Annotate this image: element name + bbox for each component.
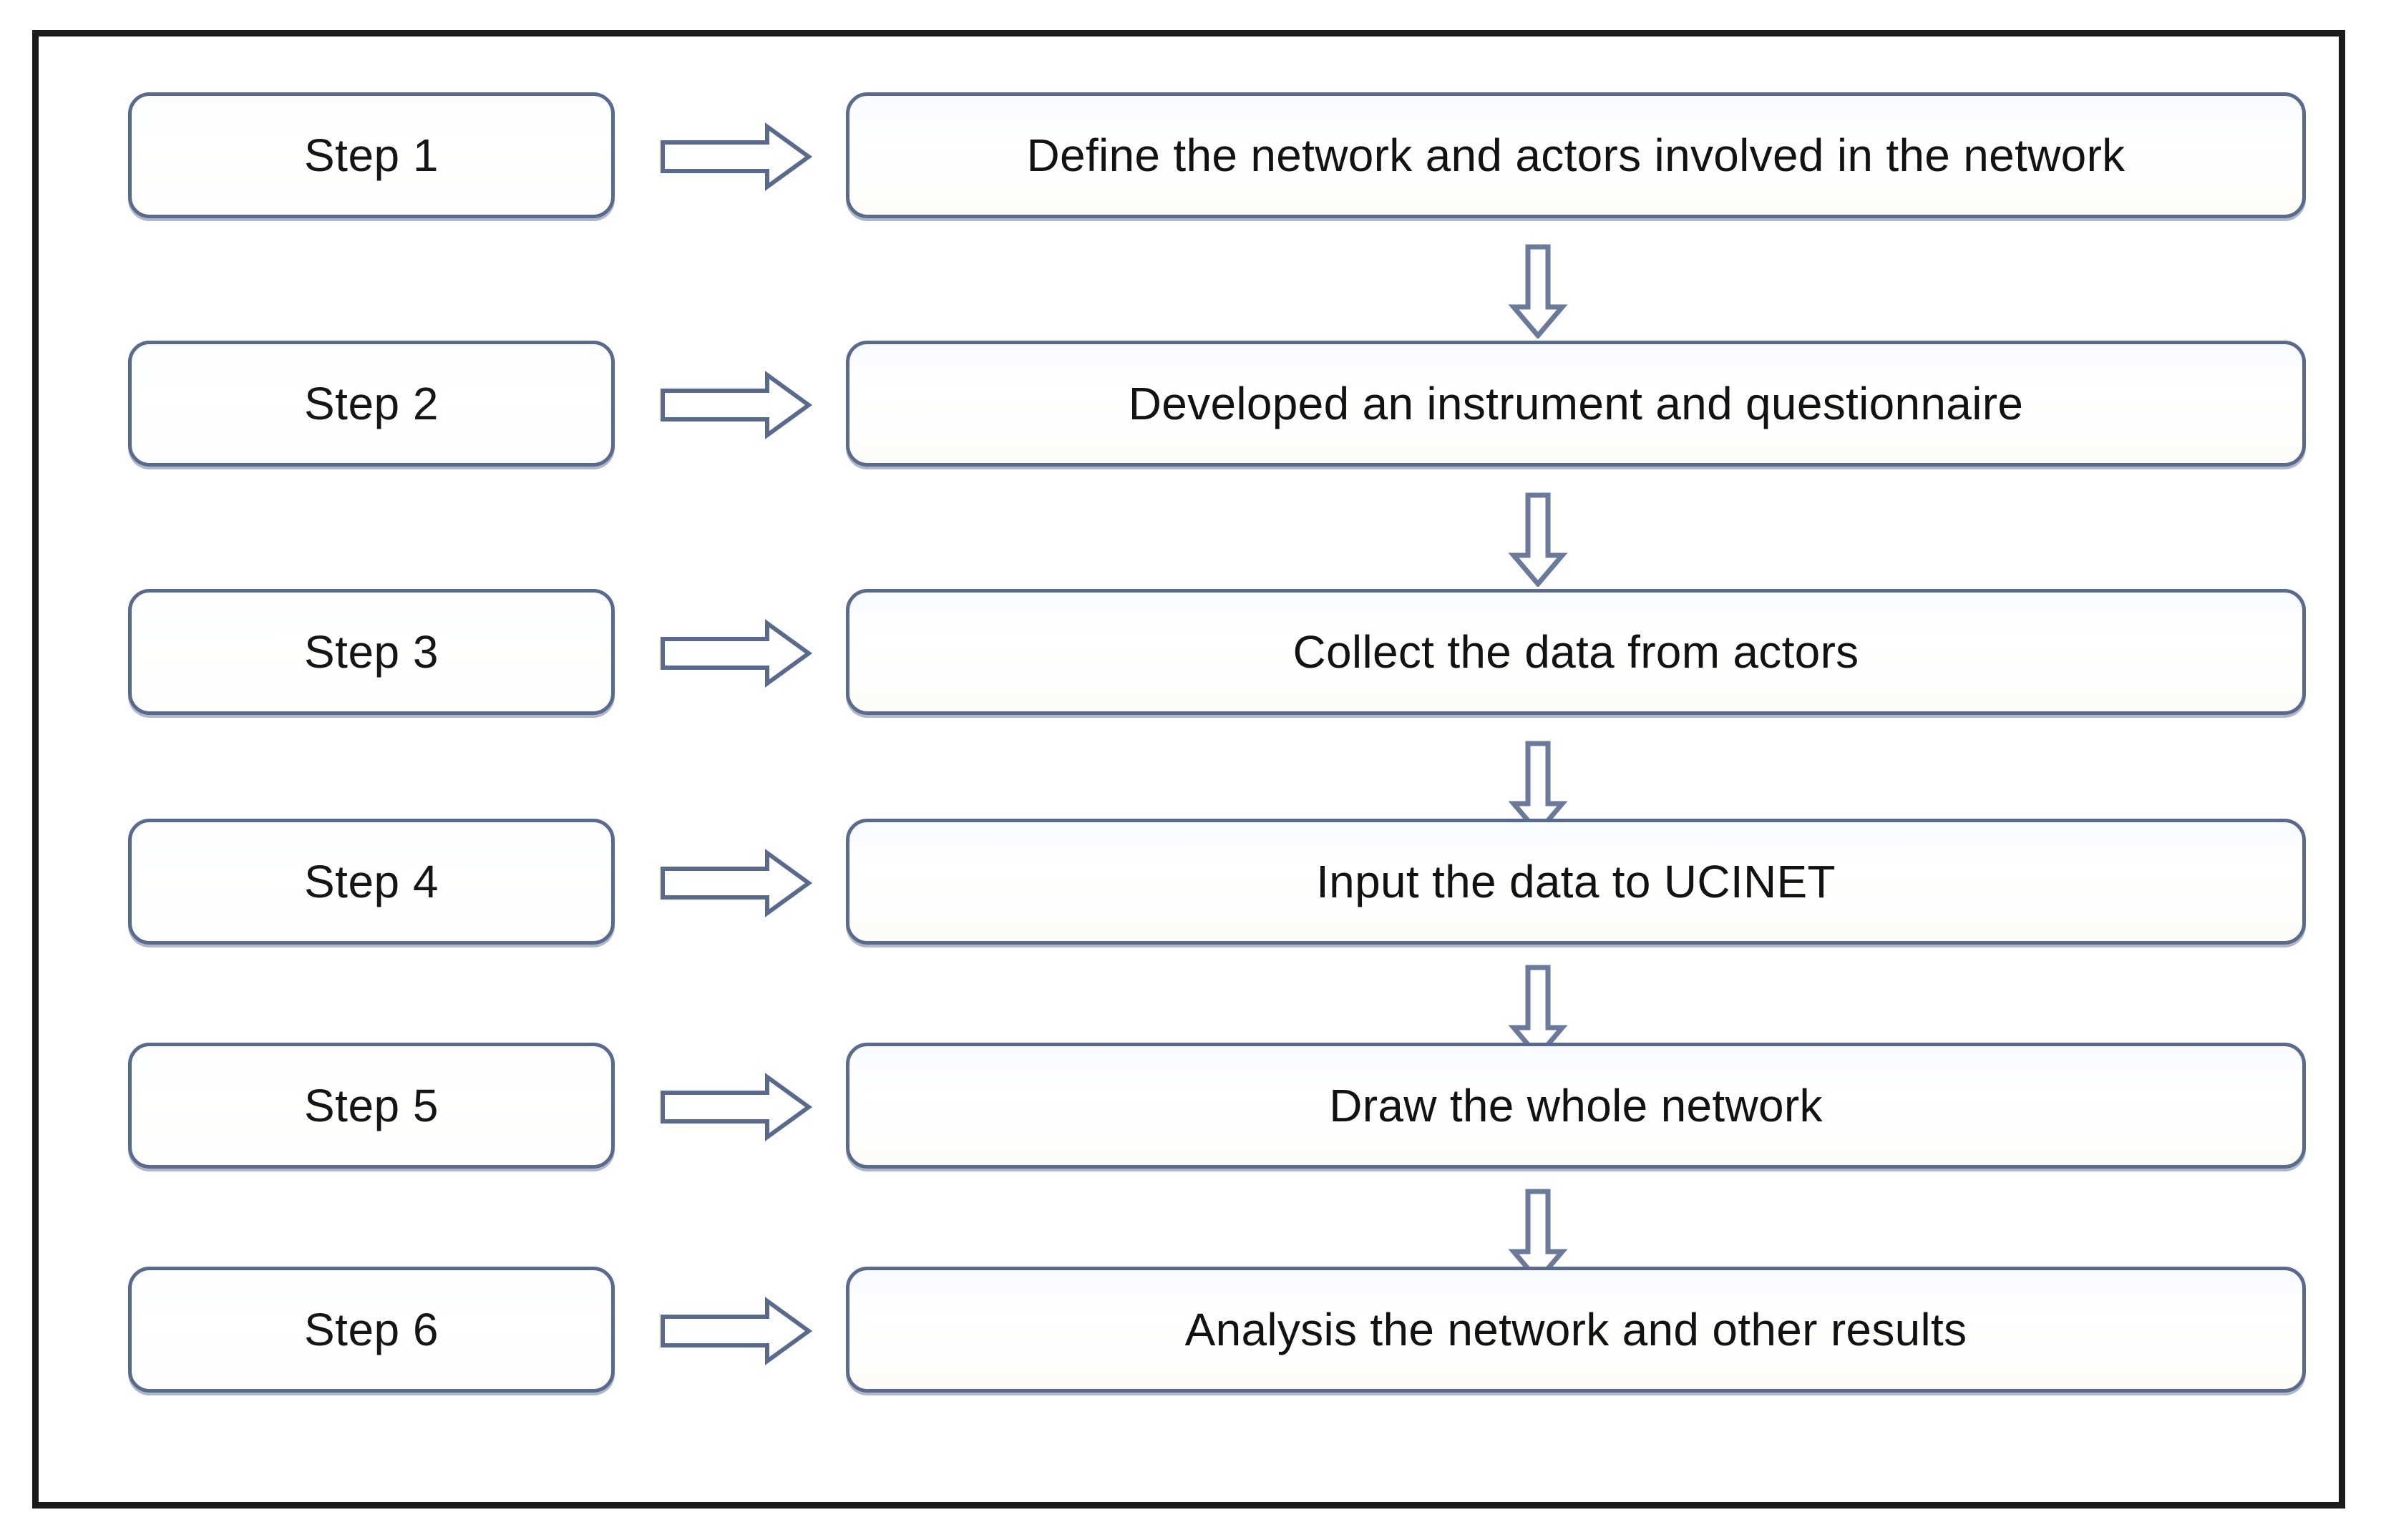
step-box-1[interactable]: Step 1 xyxy=(128,92,615,218)
right-block-arrow-6 xyxy=(660,1297,813,1365)
step-label-4: Step 4 xyxy=(303,856,439,907)
right-block-arrow-5 xyxy=(660,1073,813,1141)
step-box-5[interactable]: Step 5 xyxy=(128,1043,615,1169)
step-box-3[interactable]: Step 3 xyxy=(128,589,615,715)
flow-row-6: Step 6 Analysis the network and other re… xyxy=(39,1267,2339,1395)
action-label-3: Collect the data from actors xyxy=(1292,626,1859,678)
action-label-6: Analysis the network and other results xyxy=(1184,1304,1967,1355)
action-box-4[interactable]: Input the data to UCINET xyxy=(846,819,2306,945)
right-block-arrow-2 xyxy=(660,371,813,439)
flow-row-5: Step 5 Draw the whole network xyxy=(39,1043,2339,1171)
step-box-6[interactable]: Step 6 xyxy=(128,1267,615,1393)
down-block-arrow-4 xyxy=(1508,965,1568,1059)
right-block-arrow-3 xyxy=(660,619,813,688)
down-block-arrow-1 xyxy=(1508,244,1568,338)
down-block-arrow-5 xyxy=(1508,1189,1568,1283)
action-label-5: Draw the whole network xyxy=(1329,1080,1823,1131)
step-label-6: Step 6 xyxy=(303,1304,439,1355)
action-label-4: Input the data to UCINET xyxy=(1316,856,1836,907)
step-box-4[interactable]: Step 4 xyxy=(128,819,615,945)
step-label-5: Step 5 xyxy=(303,1080,439,1131)
action-box-1[interactable]: Define the network and actors involved i… xyxy=(846,92,2306,218)
action-label-1: Define the network and actors involved i… xyxy=(1026,130,2126,181)
action-box-6[interactable]: Analysis the network and other results xyxy=(846,1267,2306,1393)
diagram-outer-frame: Step 1 Define the network and actors inv… xyxy=(32,30,2345,1509)
flow-row-3: Step 3 Collect the data from actors xyxy=(39,589,2339,718)
step-label-1: Step 1 xyxy=(303,130,439,181)
flow-row-2: Step 2 Developed an instrument and quest… xyxy=(39,341,2339,469)
right-block-arrow-4 xyxy=(660,849,813,917)
down-block-arrow-2 xyxy=(1508,492,1568,587)
step-label-2: Step 2 xyxy=(303,378,439,429)
step-label-3: Step 3 xyxy=(303,626,439,678)
action-box-2[interactable]: Developed an instrument and questionnair… xyxy=(846,341,2306,467)
action-label-2: Developed an instrument and questionnair… xyxy=(1128,378,2024,429)
right-block-arrow-1 xyxy=(660,122,813,191)
down-block-arrow-3 xyxy=(1508,741,1568,835)
step-box-2[interactable]: Step 2 xyxy=(128,341,615,467)
flow-row-4: Step 4 Input the data to UCINET xyxy=(39,819,2339,947)
action-box-3[interactable]: Collect the data from actors xyxy=(846,589,2306,715)
flow-row-1: Step 1 Define the network and actors inv… xyxy=(39,92,2339,221)
action-box-5[interactable]: Draw the whole network xyxy=(846,1043,2306,1169)
